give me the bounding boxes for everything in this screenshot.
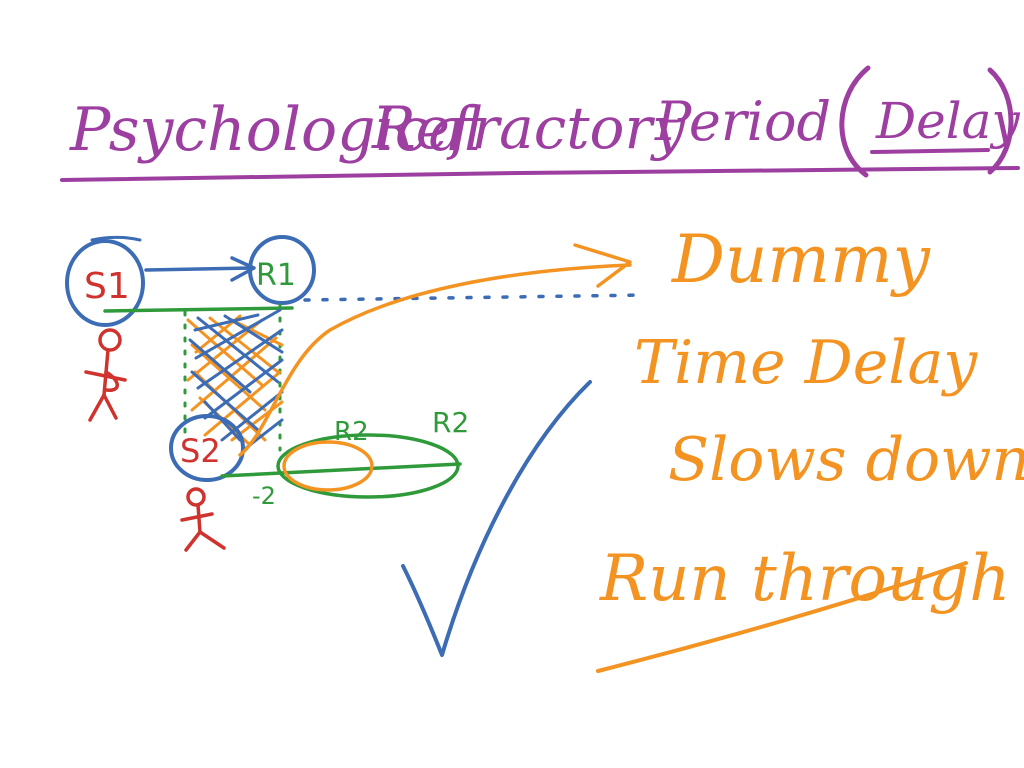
- arrow-icon: [230, 256, 256, 282]
- blue-hatching: [188, 308, 284, 450]
- close-parenthesis: [987, 67, 1014, 175]
- s2-circle: [169, 414, 245, 482]
- blue-dotted-line: [303, 293, 647, 302]
- note-time-delay: Time Delay: [634, 328, 978, 398]
- note-run-through: Run through: [599, 542, 1010, 616]
- title-word-psychological: Psychological: [69, 95, 483, 165]
- open-parenthesis: [839, 65, 871, 178]
- r1-circle: [248, 235, 316, 305]
- title-delay: Delay: [875, 92, 1020, 150]
- prp-diagram: S1 R1: [65, 235, 647, 552]
- stick-figure-icon: [180, 487, 226, 552]
- title-word-period: Period: [654, 90, 831, 153]
- note-slows-down: Slows down: [668, 425, 1024, 495]
- run-through-underline: [596, 561, 968, 673]
- title-word-refractory: Refractory: [371, 94, 686, 162]
- checkmark-icon: [401, 380, 592, 657]
- delay-underline: [870, 148, 990, 154]
- r2-label-inner: R2: [334, 417, 369, 447]
- green-baseline-bottom: [220, 462, 462, 478]
- title: Psychological Refractory Period Delay: [60, 65, 1020, 182]
- note-dummy: Dummy: [671, 221, 931, 298]
- s2-label: S2: [180, 432, 221, 470]
- s1-label: S1: [84, 266, 130, 307]
- minus-two-label: -2: [252, 482, 276, 510]
- r2-large-ellipse: [276, 433, 460, 499]
- r2-label-outer: R2: [432, 406, 469, 439]
- notes: Dummy Time Delay Slows down Run through: [596, 221, 1024, 673]
- s1-top-stroke: [90, 235, 142, 242]
- arrow-s1-r1: [144, 266, 254, 272]
- stick-figure-icon: [84, 328, 127, 422]
- orange-arrowhead: [573, 243, 632, 288]
- s1-circle: [65, 239, 145, 327]
- title-underline: [60, 166, 1020, 182]
- r1-label: R1: [256, 258, 296, 293]
- green-baseline-top: [103, 306, 294, 313]
- orange-curve-to-dummy: [238, 263, 632, 457]
- r2-small-ellipse: [282, 440, 374, 492]
